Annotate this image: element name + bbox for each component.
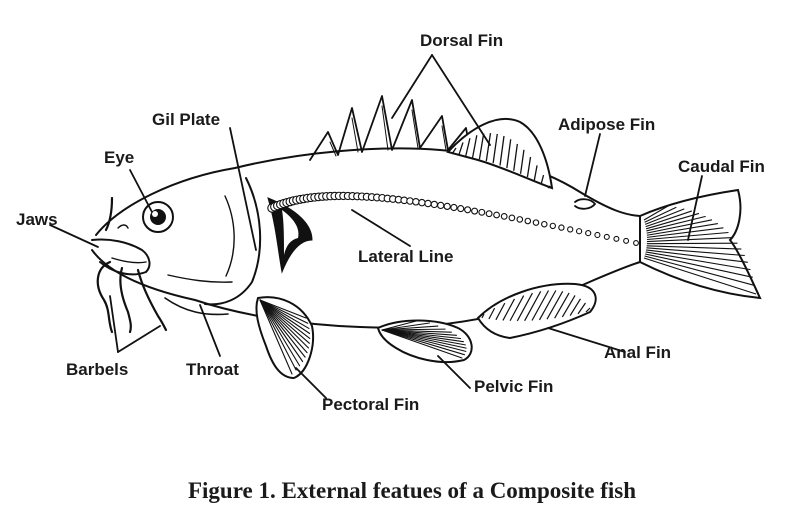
caudal-fin-drawing [639, 188, 762, 300]
label-lateral-line: Lateral Line [358, 247, 453, 266]
adipose-fin-drawing [574, 198, 596, 210]
pelvic-fin-drawing [376, 319, 473, 364]
label-anal-fin: Anal Fin [604, 343, 671, 362]
label-pectoral-fin: Pectoral Fin [322, 395, 419, 414]
eye-drawing [142, 201, 174, 233]
lateral-line-scales [267, 191, 639, 246]
label-pelvic-fin: Pelvic Fin [474, 377, 553, 396]
figure-caption: Figure 1. External featues of a Composit… [188, 478, 636, 503]
label-jaws: Jaws [16, 210, 58, 229]
labels: Dorsal Fin Gil Plate Adipose Fin Eye Cau… [16, 31, 765, 414]
head [91, 177, 313, 316]
anal-fin-drawing [476, 282, 597, 340]
label-gil-plate: Gil Plate [152, 110, 220, 129]
label-adipose-fin: Adipose Fin [558, 115, 655, 134]
label-barbels: Barbels [66, 360, 128, 379]
leader-lines [49, 54, 703, 399]
label-dorsal-fin: Dorsal Fin [420, 31, 503, 50]
label-eye: Eye [104, 148, 134, 167]
dorsal-fin-soft [446, 117, 554, 190]
dorsal-fin-spiny [309, 95, 471, 161]
label-caudal-fin: Caudal Fin [678, 157, 765, 176]
pectoral-fin-drawing [255, 296, 314, 380]
label-throat: Throat [186, 360, 239, 379]
barbels-drawing [96, 196, 168, 334]
